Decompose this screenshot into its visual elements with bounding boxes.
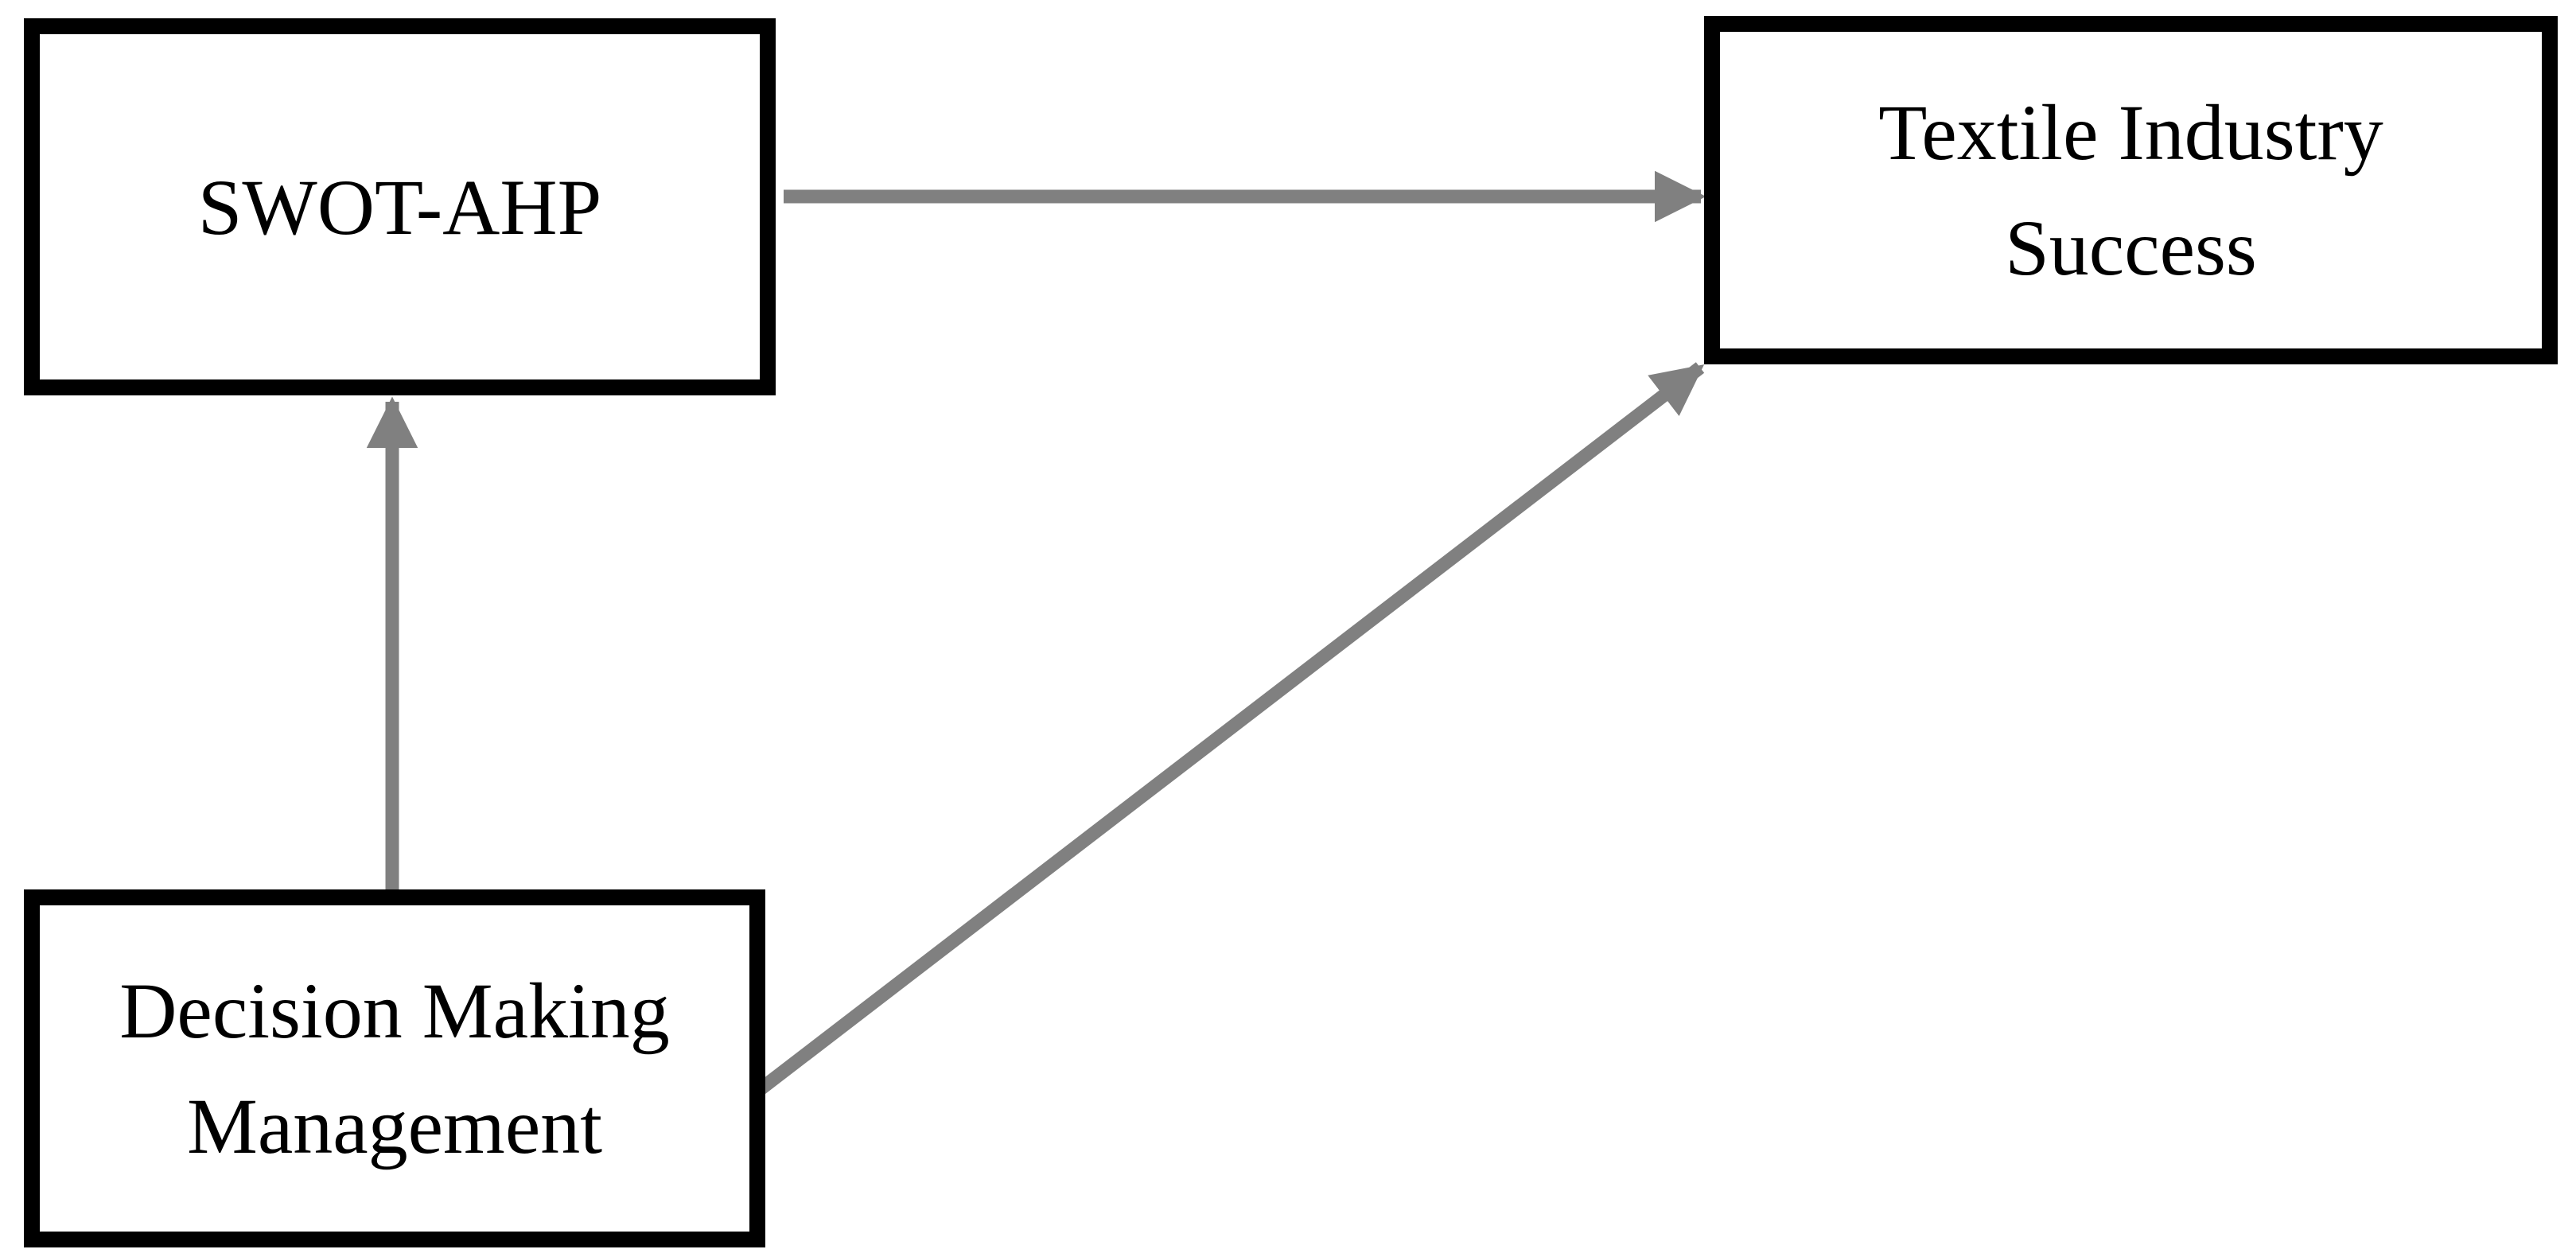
node-textile-label-line2: Success <box>2005 204 2257 292</box>
node-textile-label-line1: Textile Industry <box>1878 88 2383 177</box>
node-decision-label-line2: Management <box>186 1082 603 1170</box>
node-decision-making-management: Decision Making Management <box>24 889 765 1247</box>
node-swot-ahp-label: SWOT-AHP <box>197 162 602 251</box>
node-swot-ahp: SWOT-AHP <box>24 18 776 395</box>
arrow-decision-to-textile <box>753 362 1705 1097</box>
node-decision-label-line1: Decision Making <box>119 967 670 1055</box>
node-textile-industry-success: Textile Industry Success <box>1704 16 2558 364</box>
